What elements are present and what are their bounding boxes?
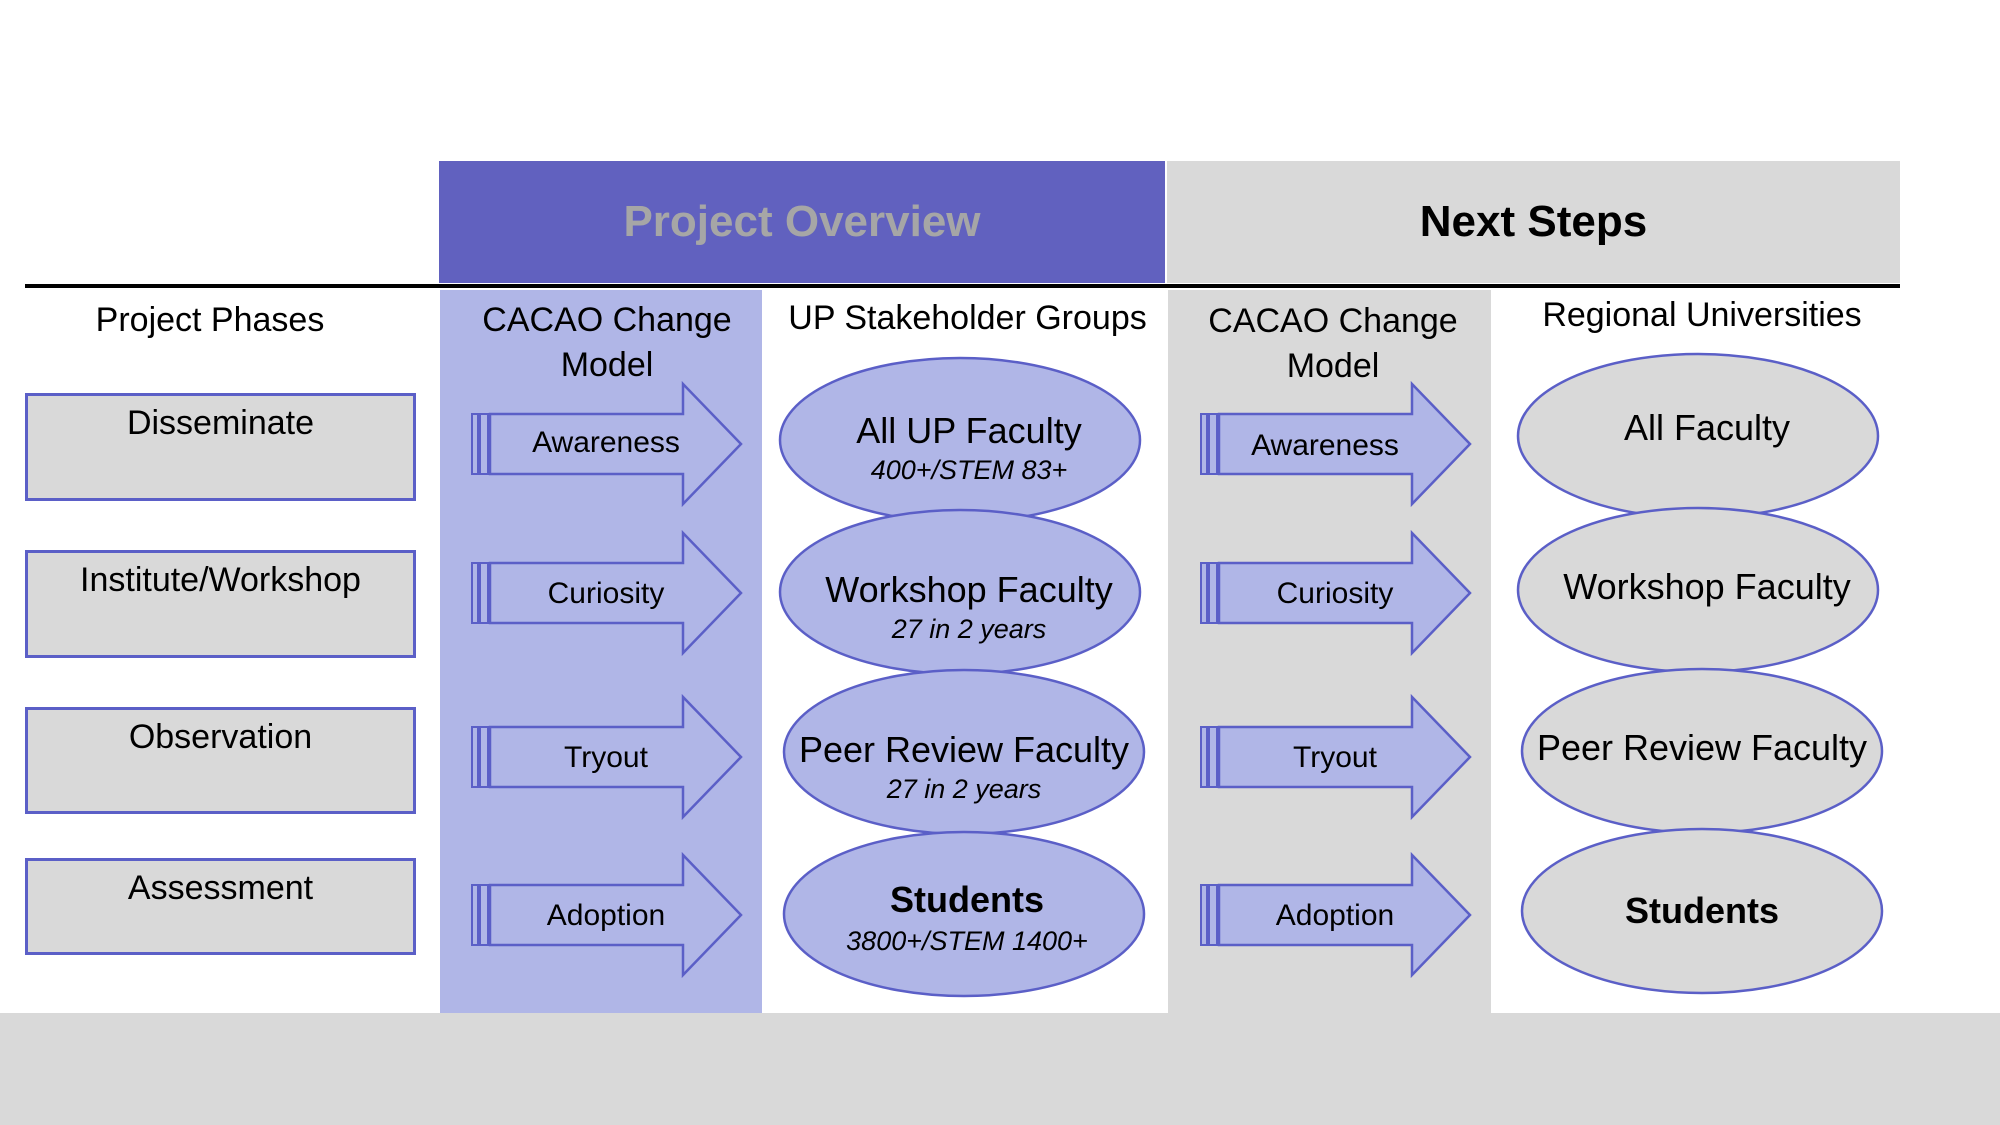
project-overview-header: Project Overview <box>439 161 1165 283</box>
stakeholder-title: All UP Faculty <box>856 410 1081 451</box>
regional-ellipse-workshop-faculty: Workshop Faculty <box>1516 506 1880 674</box>
header-divider <box>25 284 1900 288</box>
stakeholder-title: Students <box>890 879 1044 920</box>
stakeholders-column-heading: UP Stakeholder Groups <box>788 299 1147 337</box>
stakeholder-sub: 3800+/STEM 1400+ <box>846 926 1088 956</box>
phases-column-heading: Project Phases <box>95 301 325 339</box>
arrow-label: Adoption <box>547 899 665 932</box>
stakeholder-ellipse-students: Students 3800+/STEM 1400+ <box>782 830 1146 998</box>
stakeholder-ellipse-workshop-faculty: Workshop Faculty 27 in 2 years <box>778 508 1142 676</box>
regional-title: Workshop Faculty <box>1563 566 1850 607</box>
cacao-left-column-heading: CACAO Change Model <box>482 301 732 384</box>
project-overview-title: Project Overview <box>623 197 981 246</box>
phase-box-observation: Observation <box>25 707 416 814</box>
phase-box-disseminate: Disseminate <box>25 393 416 501</box>
next-steps-title: Next Steps <box>1419 197 1648 246</box>
arrow-adoption-left: Adoption <box>471 851 743 979</box>
footer-band <box>0 1013 2000 1125</box>
arrow-awareness-right: Awareness <box>1200 380 1472 508</box>
arrow-tryout-left: Tryout <box>471 693 743 821</box>
arrow-curiosity-left: Curiosity <box>471 529 743 657</box>
stakeholder-sub: 27 in 2 years <box>891 614 1047 644</box>
arrow-label: Adoption <box>1276 899 1394 932</box>
arrow-curiosity-right: Curiosity <box>1200 529 1472 657</box>
stakeholder-ellipse-peer-review-faculty: Peer Review Faculty 27 in 2 years <box>782 668 1146 836</box>
phase-box-assessment: Assessment <box>25 858 416 955</box>
regional-column-heading: Regional Universities <box>1542 296 1862 334</box>
arrow-label: Awareness <box>1251 429 1399 462</box>
regional-ellipse-peer-review-faculty: Peer Review Faculty <box>1520 667 1884 835</box>
regional-title: Peer Review Faculty <box>1537 727 1867 768</box>
regional-ellipse-all-faculty: All Faculty <box>1516 352 1880 520</box>
stakeholder-sub: 27 in 2 years <box>886 774 1042 804</box>
arrow-label: Tryout <box>1293 741 1378 774</box>
arrow-label: Curiosity <box>1277 577 1394 610</box>
stakeholder-title: Workshop Faculty <box>825 569 1112 610</box>
next-steps-header: Next Steps <box>1167 161 1900 283</box>
phase-box-institute-workshop: Institute/Workshop <box>25 550 416 658</box>
arrow-tryout-right: Tryout <box>1200 693 1472 821</box>
arrow-awareness-left: Awareness <box>471 380 743 508</box>
arrow-label: Tryout <box>564 741 649 774</box>
cacao-right-column-heading: CACAO Change Model <box>1208 302 1458 385</box>
arrow-label: Curiosity <box>548 577 665 610</box>
stakeholder-ellipse-all-up-faculty: All UP Faculty 400+/STEM 83+ <box>778 356 1142 524</box>
arrow-label: Awareness <box>532 426 680 459</box>
stakeholder-sub: 400+/STEM 83+ <box>871 455 1068 485</box>
regional-title: Students <box>1625 890 1779 931</box>
regional-ellipse-students: Students <box>1520 827 1884 995</box>
regional-title: All Faculty <box>1624 407 1790 448</box>
stakeholder-title: Peer Review Faculty <box>799 729 1129 770</box>
arrow-adoption-right: Adoption <box>1200 851 1472 979</box>
